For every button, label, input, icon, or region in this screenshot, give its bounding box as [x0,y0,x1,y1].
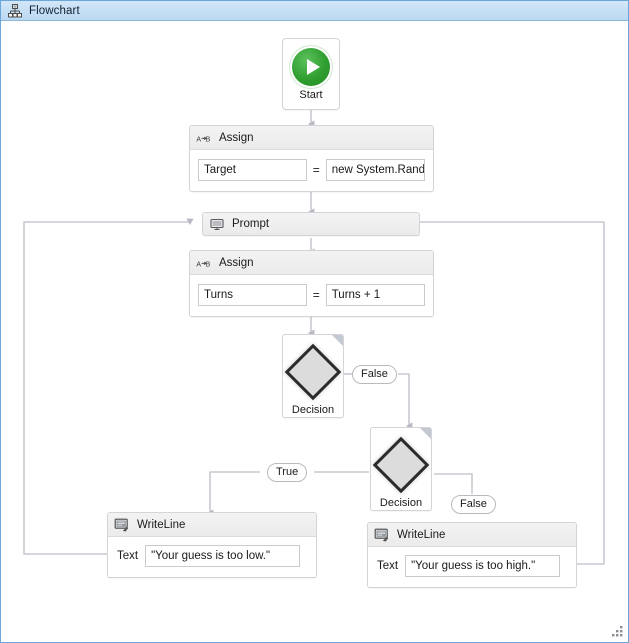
svg-text:B: B [206,136,211,143]
node-writeline-high-body: Text "Your guess is too high." [368,547,576,587]
node-assign-turns-body: Turns = Turns + 1 [190,275,433,316]
assign-icon: A B [196,261,211,268]
assign-target-value-field[interactable]: new System.Randoi [325,159,425,181]
assign-turns-to-field[interactable]: Turns [198,284,307,306]
decision-1-label: Decision [291,404,335,416]
decision-corner-icon [420,428,431,439]
node-prompt-title: Prompt [232,218,270,230]
node-writeline-low-body: Text "Your guess is too low." [108,537,316,577]
node-writeline-high-header: WriteLine [368,523,576,547]
node-decision-1[interactable]: Decision [282,334,344,418]
node-assign-target-header: A B Assign [190,126,433,150]
prompt-icon [210,218,224,230]
node-prompt[interactable]: Prompt [202,212,420,236]
node-assign-target-title: Assign [219,131,254,144]
decision-diamond-icon [372,436,430,494]
wire-decision1-false-to-decision-2 [398,373,413,430]
flowchart-canvas[interactable]: Start A B Assign Target = new System.Ran… [2,22,628,642]
flowchart-icon [8,3,22,17]
node-assign-target[interactable]: A B Assign Target = new System.Randoi [189,125,434,192]
svg-text:A: A [196,261,201,268]
node-prompt-header: Prompt [203,213,419,235]
node-writeline-high[interactable]: WriteLine Text "Your guess is too high." [367,522,577,588]
window-title-label: Flowchart [29,4,80,17]
decision-2-label: Decision [379,497,423,509]
writeline-low-text-field[interactable]: "Your guess is too low." [145,545,301,567]
node-assign-target-body: Target = new System.Randoi [190,150,433,191]
start-label: Start [299,88,323,101]
node-writeline-low-title: WriteLine [137,518,186,531]
writeline-low-caption: Text [117,550,139,562]
writeline-high-caption: Text [377,560,399,572]
assign-target-to-field[interactable]: Target [198,159,307,181]
connector-label-decision2-false[interactable]: False [451,495,496,514]
svg-text:B: B [206,261,211,268]
writeline-high-text-field[interactable]: "Your guess is too high." [405,555,561,577]
node-assign-turns-title: Assign [219,256,254,269]
connector-label-decision2-true[interactable]: True [267,463,308,482]
decision-diamond-icon [284,343,342,401]
writeline-icon [114,518,129,532]
assign-turns-operator: = [312,288,320,302]
node-start[interactable]: Start [282,38,340,110]
node-writeline-low-header: WriteLine [108,513,316,537]
wire-writeline-low-loop-to-prompt [23,218,194,555]
connector-label-decision1-false[interactable]: False [352,365,397,384]
node-assign-turns-header: A B Assign [190,251,433,275]
window-title-bar: Flowchart [1,1,628,21]
assign-icon: A B [196,136,211,143]
wire-writeline-high-loop-to-prompt [408,218,605,565]
svg-text:A: A [196,136,201,143]
wire-decision2-false-stub-top [434,473,473,494]
assign-target-operator: = [312,163,320,177]
decision-corner-icon [332,335,343,346]
play-icon [292,47,330,86]
resize-grip-icon[interactable] [610,624,624,638]
writeline-icon [374,528,389,542]
node-decision-2[interactable]: Decision [370,427,432,511]
node-assign-turns[interactable]: A B Assign Turns = Turns + 1 [189,250,434,317]
wire-decision2-true-to-writeline-low [206,471,260,517]
assign-turns-value-field[interactable]: Turns + 1 [325,284,425,306]
node-writeline-high-title: WriteLine [397,528,446,541]
node-writeline-low[interactable]: WriteLine Text "Your guess is too low." [107,512,317,578]
